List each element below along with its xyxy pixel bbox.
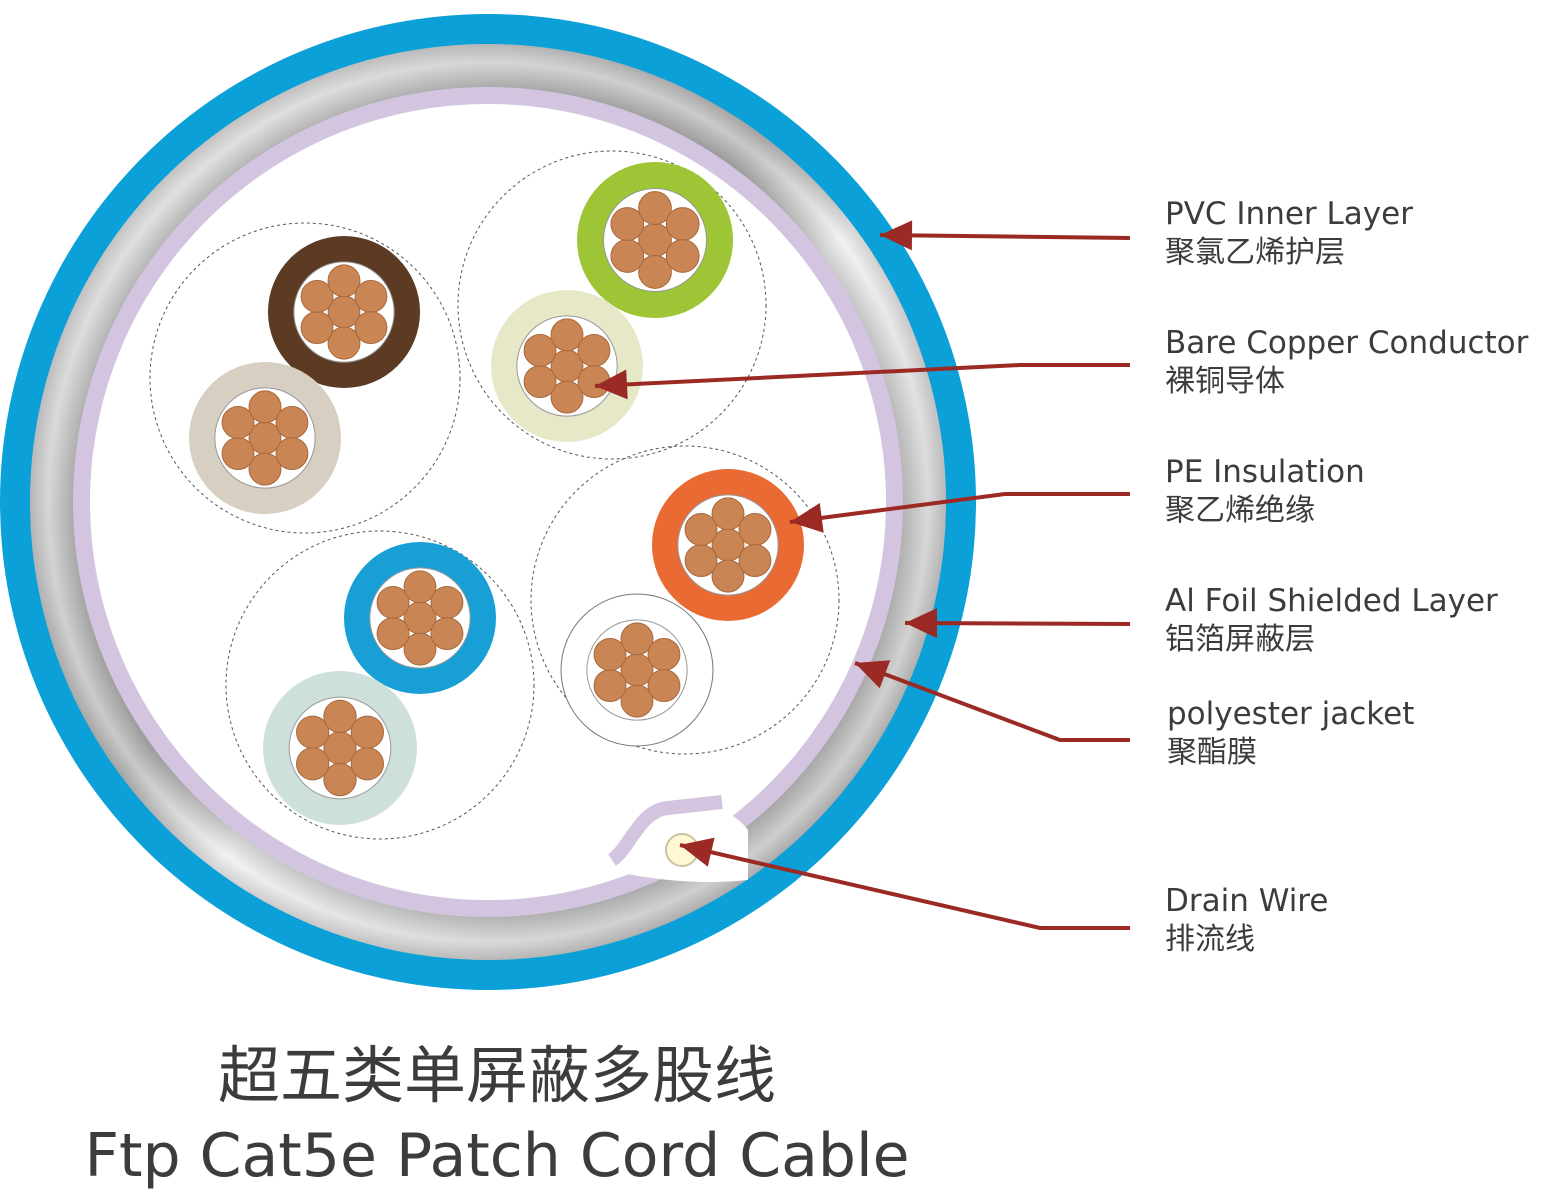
label-polyester-jacket: polyester jacket 聚酯膜 <box>1167 695 1414 773</box>
insulated-wire <box>189 362 341 514</box>
label-al-foil-shielded-layer: Al Foil Shielded Layer 铝箔屏蔽层 <box>1165 582 1498 660</box>
copper-strand <box>665 239 700 273</box>
copper-strand <box>403 570 437 604</box>
copper-strand <box>711 559 745 593</box>
pair-group-2 <box>457 150 767 460</box>
insulated-wire <box>491 290 643 442</box>
copper-strand <box>620 622 654 656</box>
label-bare-copper-conductor-cn: 裸铜导体 <box>1165 364 1285 399</box>
callout-leaders <box>594 220 1131 930</box>
arrowhead <box>855 660 891 689</box>
label-pe-insulation: PE Insulation 聚乙烯绝缘 <box>1165 453 1365 531</box>
arrowhead <box>880 220 913 251</box>
copper-strand <box>248 452 282 486</box>
insulated-wire <box>263 671 417 825</box>
copper-strand <box>430 585 464 619</box>
copper-strand <box>638 191 672 225</box>
copper-strand <box>523 333 557 367</box>
copper-strand <box>327 264 361 298</box>
twisted-pair-groups <box>149 150 840 840</box>
copper-strand <box>327 326 361 360</box>
pair-group-1 <box>149 222 461 534</box>
label-pvc-inner-layer-en: PVC Inner Layer <box>1165 196 1413 232</box>
copper-strand <box>577 333 611 367</box>
copper-strand <box>354 279 388 313</box>
copper-strand <box>550 318 584 352</box>
copper-strand <box>665 207 700 241</box>
label-drain-wire: Drain Wire 排流线 <box>1165 882 1328 960</box>
pair-group-3 <box>225 530 535 840</box>
diagram-title-chinese: 超五类单屏蔽多股线 <box>217 1039 776 1112</box>
copper-strand <box>376 585 410 619</box>
copper-strand <box>620 684 654 718</box>
diagram-title-english: Ftp Cat5e Patch Cord Cable <box>84 1121 910 1191</box>
leader-line <box>854 661 1130 742</box>
insulated-wire <box>344 542 496 694</box>
copper-strand <box>523 365 557 399</box>
arrowhead <box>790 502 824 533</box>
label-pvc-inner-layer: PVC Inner Layer 聚氯乙烯护层 <box>1165 195 1413 273</box>
copper-strand <box>638 255 672 289</box>
copper-strand <box>711 497 745 531</box>
arrowhead <box>905 608 938 639</box>
copper-strand <box>593 669 627 703</box>
copper-strand <box>430 617 464 651</box>
copper-strand <box>221 437 255 471</box>
label-drain-wire-en: Drain Wire <box>1165 883 1329 919</box>
copper-strand <box>403 632 437 666</box>
label-pvc-inner-layer-cn: 聚氯乙烯护层 <box>1165 235 1345 270</box>
copper-strand <box>647 669 681 703</box>
arrowhead <box>680 837 715 867</box>
copper-strand <box>323 699 357 734</box>
label-drain-wire-cn: 排流线 <box>1165 922 1255 957</box>
copper-strand <box>684 512 718 546</box>
copper-strand <box>647 637 681 671</box>
copper-strand <box>610 207 645 241</box>
copper-strand <box>300 311 334 345</box>
pair-group-4 <box>530 445 840 755</box>
copper-strand <box>376 617 410 651</box>
copper-strand <box>738 512 772 546</box>
insulated-wire <box>577 162 733 318</box>
copper-strand <box>350 747 384 781</box>
copper-strand <box>738 544 772 578</box>
drain-wire-notch-edge <box>607 795 723 866</box>
insulated-conductors <box>189 162 804 825</box>
copper-strand <box>350 715 384 749</box>
leader-line <box>904 621 1131 626</box>
copper-strand <box>550 380 584 414</box>
insulated-wire <box>652 469 804 621</box>
copper-strand <box>300 279 334 313</box>
copper-strand <box>248 390 282 424</box>
label-pe-insulation-en: PE Insulation <box>1165 454 1365 490</box>
copper-strand <box>610 239 645 273</box>
copper-strand <box>354 311 388 345</box>
label-polyester-jacket-cn: 聚酯膜 <box>1167 735 1257 770</box>
leader-line <box>789 492 1130 524</box>
insulated-wire <box>560 593 714 747</box>
insulated-wire <box>268 236 420 388</box>
copper-strand <box>296 715 330 749</box>
label-pe-insulation-cn: 聚乙烯绝缘 <box>1165 493 1315 528</box>
copper-strand <box>684 544 718 578</box>
label-al-foil-shielded-layer-en: Al Foil Shielded Layer <box>1165 583 1498 619</box>
copper-strand <box>221 405 255 439</box>
copper-strand <box>275 437 309 471</box>
label-al-foil-shielded-layer-cn: 铝箔屏蔽层 <box>1165 622 1315 657</box>
leader-line <box>594 363 1130 388</box>
copper-strand <box>275 405 309 439</box>
leader-line <box>679 843 1130 930</box>
label-polyester-jacket-en: polyester jacket <box>1167 696 1415 732</box>
arrowhead <box>595 369 628 400</box>
label-bare-copper-conductor: Bare Copper Conductor 裸铜导体 <box>1165 324 1528 402</box>
copper-strand <box>593 637 627 671</box>
leader-line <box>879 233 1131 240</box>
copper-strand <box>296 747 330 781</box>
label-bare-copper-conductor-en: Bare Copper Conductor <box>1165 325 1529 361</box>
copper-strand <box>323 762 357 797</box>
